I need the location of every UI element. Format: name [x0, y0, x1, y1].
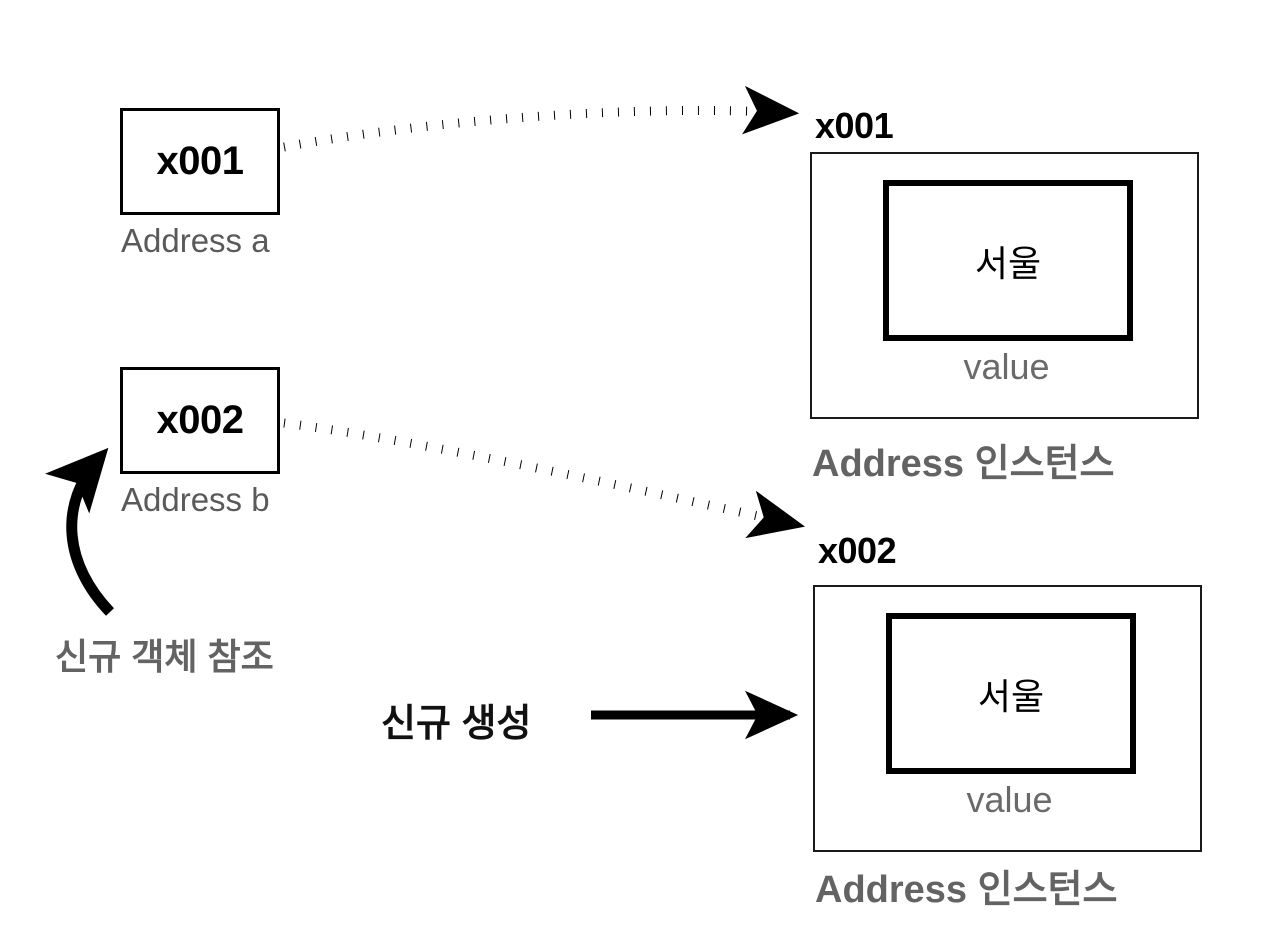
instance-box-1[interactable]: 서울 value [810, 152, 1199, 419]
instance-1-pointer-label: x001 [815, 105, 894, 146]
address-box-a-value: x001 [156, 139, 244, 183]
instance-2-pointer-label: x002 [818, 530, 897, 571]
instance-1-caption: Address 인스턴스 [812, 443, 1115, 485]
address-box-b-label: Address b [121, 481, 270, 518]
instance-1-value-box[interactable]: 서울 [883, 180, 1133, 341]
address-box-b[interactable]: x002 [120, 367, 280, 474]
instance-2-value-box[interactable]: 서울 [886, 613, 1136, 774]
instance-1-value-caption: value [963, 346, 1050, 387]
address-box-a[interactable]: x001 [120, 108, 280, 215]
instance-box-2[interactable]: 서울 value [813, 585, 1202, 852]
instance-1-value-text: 서울 [974, 242, 1042, 284]
dotted-arrow-x001 [283, 85, 800, 152]
instance-2-value-caption: value [966, 779, 1053, 820]
instance-2-value-text: 서울 [977, 675, 1045, 717]
address-box-a-label: Address a [121, 222, 270, 259]
solid-curved-arrow-rebind [45, 447, 114, 616]
address-box-b-value: x002 [156, 398, 244, 442]
dotted-arrow-x002 [283, 418, 806, 539]
annotation-new-creation: 신규 생성 [381, 703, 532, 745]
annotation-new-reference: 신규 객체 참조 [55, 636, 274, 677]
instance-2-caption: Address 인스턴스 [815, 869, 1118, 911]
